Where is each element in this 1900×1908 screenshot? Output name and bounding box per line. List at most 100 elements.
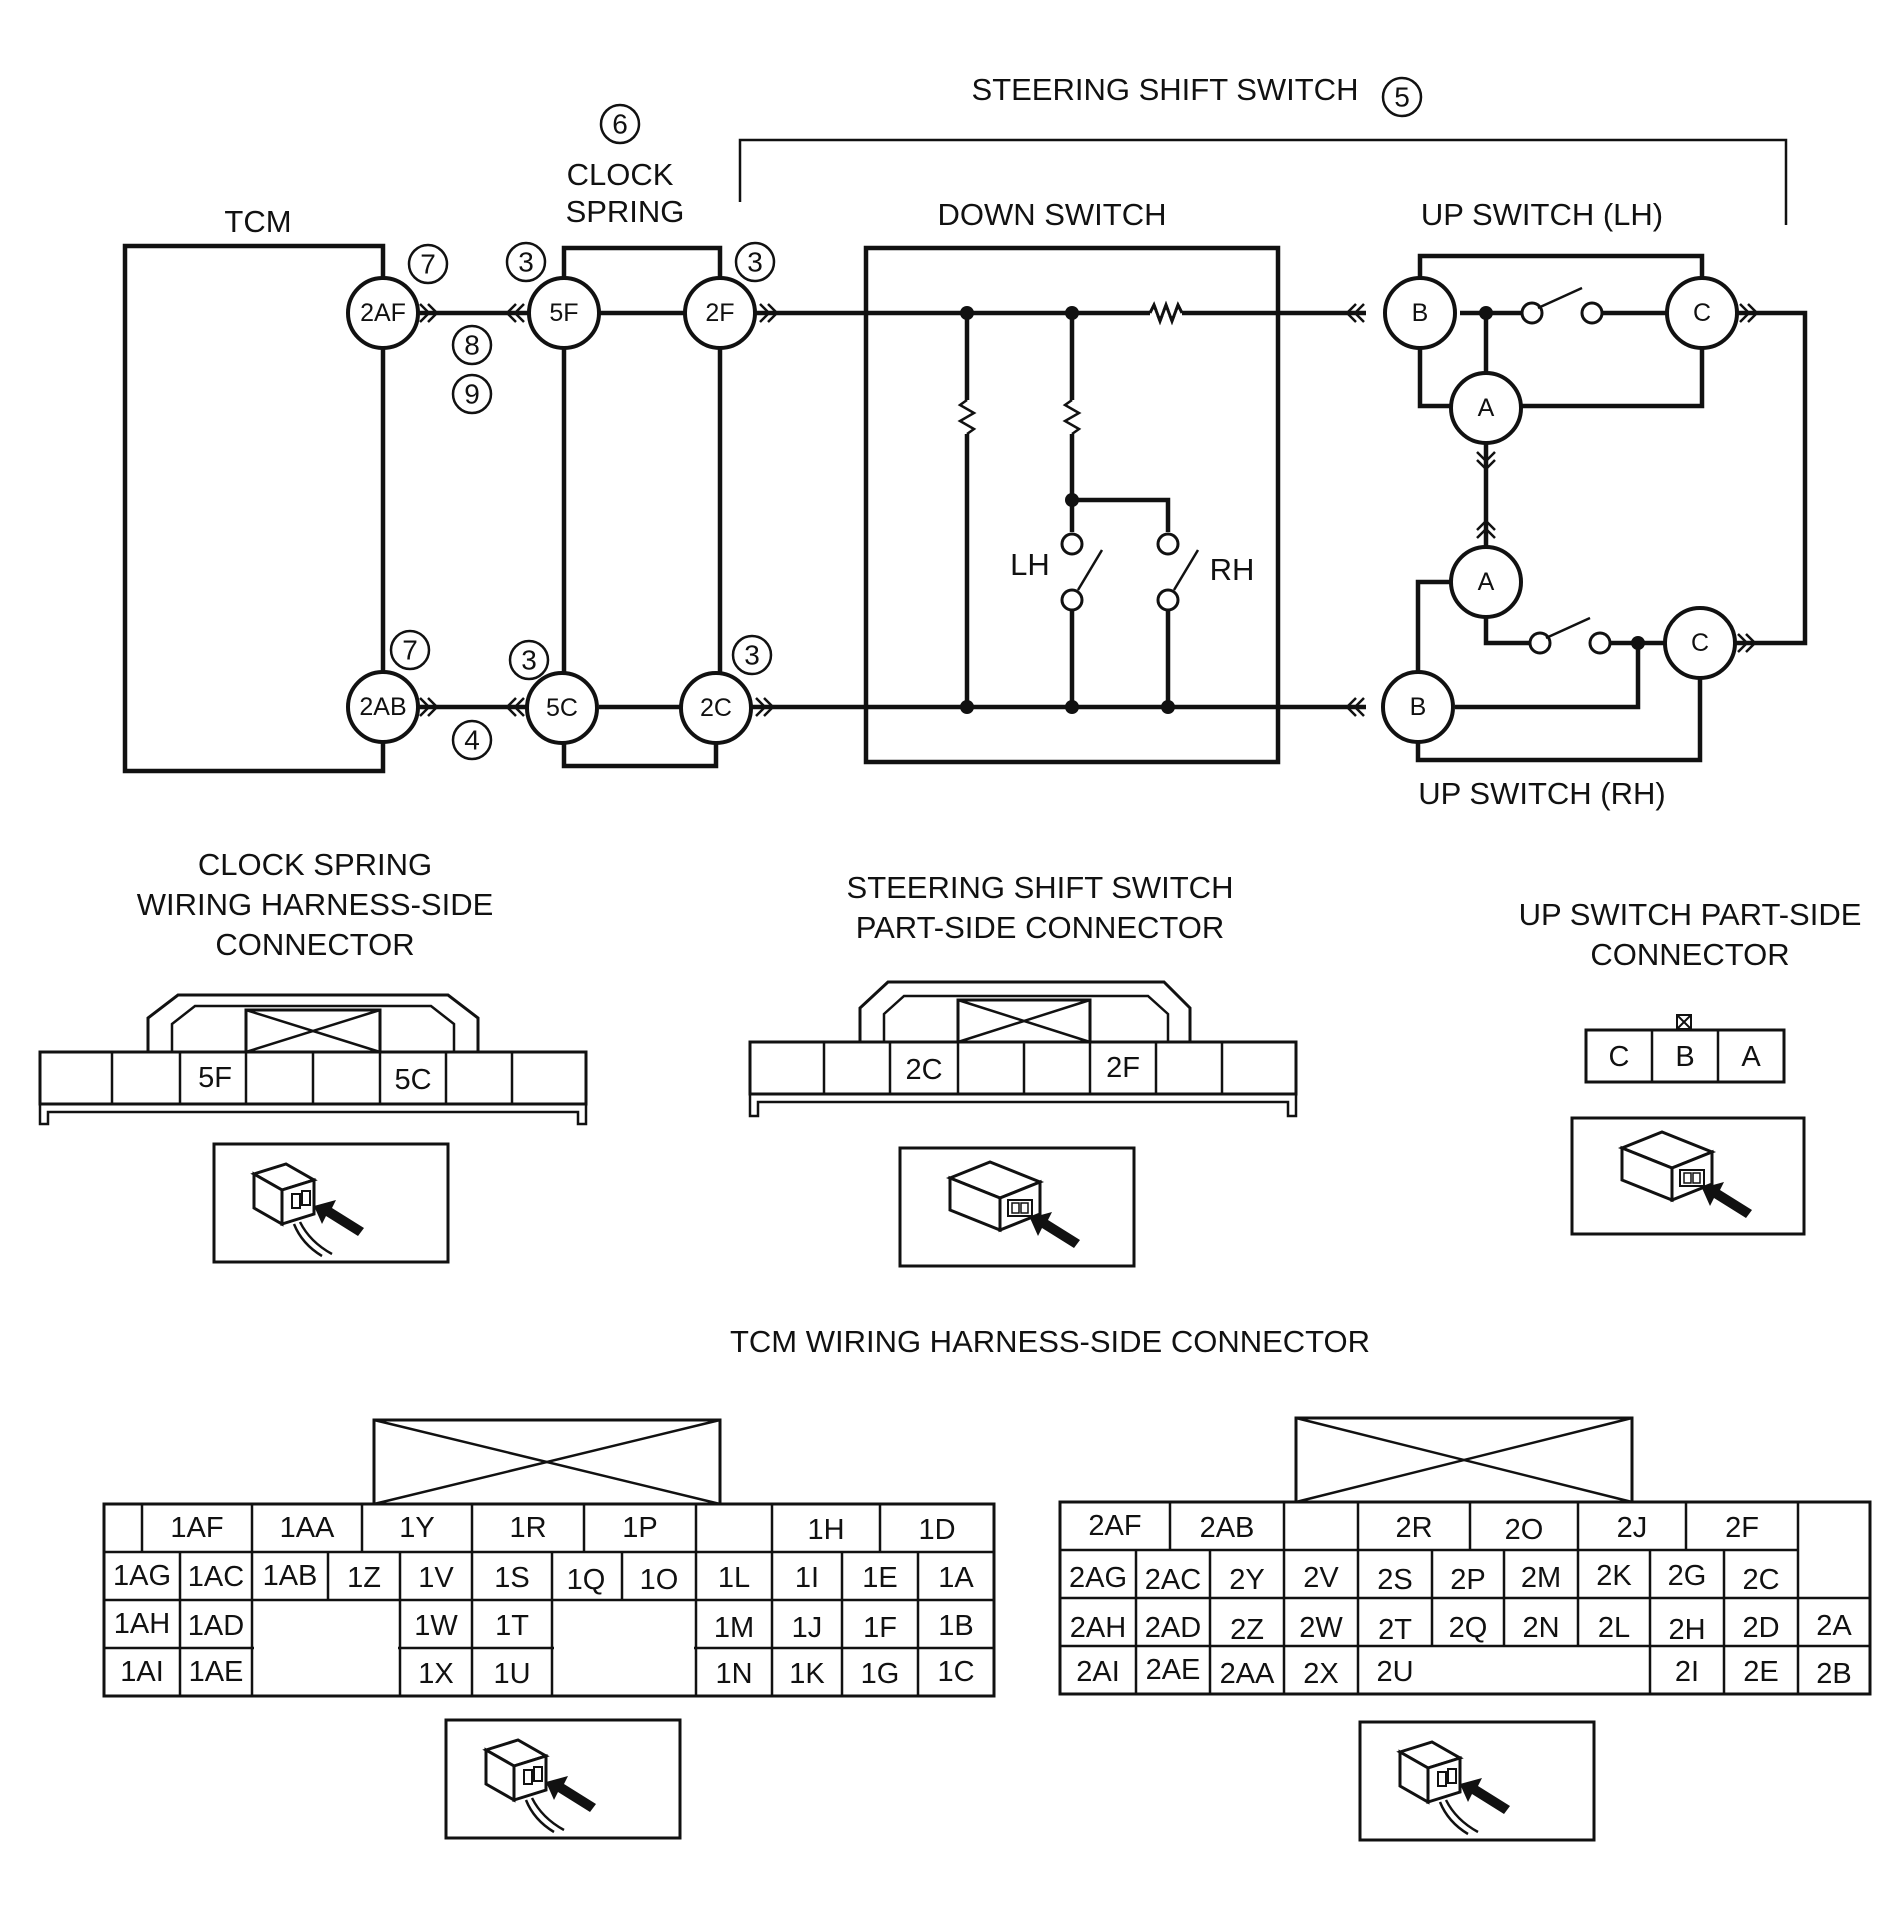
tcm-pin: 2W [1299, 1612, 1343, 1644]
schematic: STEERING SHIFT SWITCH 5 6 CLOCK SPRING T… [122, 72, 1808, 811]
callout-3-cs-left-bottom: 3 [521, 645, 537, 676]
callout-circle [599, 103, 641, 145]
tcm-pin: 2AB [1200, 1512, 1255, 1544]
clock-spring-callout: 6 [612, 109, 628, 140]
terminal-5c-label: 5C [546, 694, 578, 722]
tcm-pin: 1V [418, 1562, 454, 1594]
tcm-pin: 1P [622, 1512, 657, 1544]
up-switch-rh-label: UP SWITCH (RH) [1418, 776, 1665, 811]
terminal-5f-label: 5F [549, 299, 578, 327]
tcm-pin: 2H [1668, 1614, 1705, 1646]
up-pin-b: B [1675, 1041, 1694, 1073]
tcm-pin: 2S [1377, 1564, 1412, 1596]
tcm-pin: 1C [937, 1656, 974, 1688]
up-connector-title-2: CONNECTOR [1590, 937, 1789, 972]
tcm-pin: 1AB [263, 1560, 318, 1592]
tcm-pin: 2AH [1070, 1612, 1126, 1644]
tcm-pin: 2L [1598, 1612, 1630, 1644]
up-rh-terminal-b [1381, 670, 1455, 744]
up-lh-terminal-c-label: C [1693, 299, 1711, 327]
tcm-pin: 1T [495, 1610, 529, 1642]
up-pin-a: A [1741, 1041, 1761, 1073]
tcm-pin: 2B [1816, 1658, 1851, 1690]
terminal-2c-label: 2C [700, 694, 732, 722]
tcm-pin: 2J [1617, 1512, 1648, 1544]
tcm-pin: 2C [1742, 1564, 1779, 1596]
tcm-pin: 2T [1378, 1614, 1412, 1646]
clock-spring-connector-title-2: WIRING HARNESS-SIDE [137, 887, 494, 922]
tcm-pin: 2AI [1076, 1656, 1120, 1688]
terminal-2f-label: 2F [705, 299, 734, 327]
tcm-pin: 2I [1675, 1656, 1699, 1688]
steering-shift-connector: STEERING SHIFT SWITCH PART-SIDE CONNECTO… [748, 870, 1298, 1268]
tcm-pin: 1I [795, 1562, 819, 1594]
tcm-pin: 1R [509, 1512, 546, 1544]
tcm-pin: 1D [918, 1514, 955, 1546]
ss-pin-2c: 2C [905, 1054, 942, 1086]
tcm-pin: 1AE [189, 1656, 244, 1688]
tcm-pin: 2P [1450, 1564, 1485, 1596]
clock-spring-label-1: CLOCK [567, 157, 674, 192]
cs-pin-5c: 5C [394, 1064, 431, 1096]
callout-8: 8 [464, 330, 480, 361]
tcm-pin: 1U [493, 1658, 530, 1690]
callout-circle [1381, 76, 1423, 118]
tcm-pin: 1AH [114, 1608, 170, 1640]
steering-shift-switch-title: STEERING SHIFT SWITCH [972, 72, 1359, 107]
tcm-pin: 1Y [399, 1512, 434, 1544]
ss-pin-2f: 2F [1106, 1052, 1140, 1084]
tcm-pin: 1H [807, 1514, 844, 1546]
tcm-pin: 2O [1505, 1514, 1544, 1546]
ss-connector-title-1: STEERING SHIFT SWITCH [847, 870, 1234, 905]
tcm-pin: 2AE [1146, 1654, 1201, 1686]
down-switch-box [863, 245, 1281, 765]
callout-9: 9 [464, 379, 480, 410]
callout-3-cs-left-top: 3 [518, 247, 534, 278]
tcm-pin: 2N [1522, 1612, 1559, 1644]
tcm-pin: 1K [789, 1658, 825, 1690]
up-rh-terminal-c-label: C [1691, 629, 1709, 657]
tcm-pin: 2D [1742, 1612, 1779, 1644]
up-switch-lh-box [1417, 253, 1705, 313]
clock-spring-label-2: SPRING [566, 194, 685, 229]
tcm-pin: 1W [414, 1610, 458, 1642]
tcm-pin: 2V [1303, 1562, 1339, 1594]
tcm-pin: 2K [1596, 1560, 1632, 1592]
tcm-pin: 2AD [1145, 1612, 1201, 1644]
tcm-pin: 1F [863, 1612, 897, 1644]
lh-label: LH [1010, 547, 1050, 582]
wire-c-c [1735, 310, 1808, 646]
tcm-label: TCM [224, 204, 291, 239]
tcm-pin: 2U [1376, 1656, 1413, 1688]
tcm-pin: 2Z [1230, 1614, 1264, 1646]
up-rh-terminal-a-label: A [1478, 568, 1495, 596]
callout-3-cs-right-bottom: 3 [744, 640, 760, 671]
tcm-pin: 1E [862, 1562, 897, 1594]
tcm-pin: 1X [418, 1658, 453, 1690]
up-connector-title-1: UP SWITCH PART-SIDE [1519, 897, 1862, 932]
tcm-pin: 1AF [170, 1512, 223, 1544]
down-switch-label: DOWN SWITCH [937, 197, 1166, 232]
tcm-pin: 1AC [188, 1561, 244, 1593]
up-switch-lh-label: UP SWITCH (LH) [1421, 197, 1663, 232]
tcm-pin: 2E [1743, 1656, 1778, 1688]
tcm-pin: 1AA [280, 1512, 335, 1544]
terminal-5c [525, 671, 599, 745]
tcm-pin: 2Q [1449, 1612, 1488, 1644]
tcm-connector-title: TCM WIRING HARNESS-SIDE CONNECTOR [730, 1324, 1370, 1359]
clock-spring-connector: CLOCK SPRING WIRING HARNESS-SIDE CONNECT… [38, 847, 588, 1264]
clock-spring-connector-title-3: CONNECTOR [215, 927, 414, 962]
tcm-pin: 2A [1816, 1610, 1852, 1642]
tcm-box [122, 243, 386, 774]
tcm-pin: 1S [494, 1562, 529, 1594]
tcm-pin: 1N [715, 1658, 752, 1690]
callout-4: 4 [464, 725, 480, 756]
tcm-pin: 2AC [1145, 1564, 1201, 1596]
tcm-pin: 2Y [1229, 1564, 1264, 1596]
tcm-pin: 2M [1521, 1562, 1561, 1594]
tcm-pin: 1Q [567, 1564, 606, 1596]
tcm-pin: 1M [714, 1612, 754, 1644]
tcm-pin: 2AF [1088, 1510, 1141, 1542]
tcm-pin: 1B [938, 1610, 973, 1642]
clock-spring-connector-title-1: CLOCK SPRING [198, 847, 432, 882]
